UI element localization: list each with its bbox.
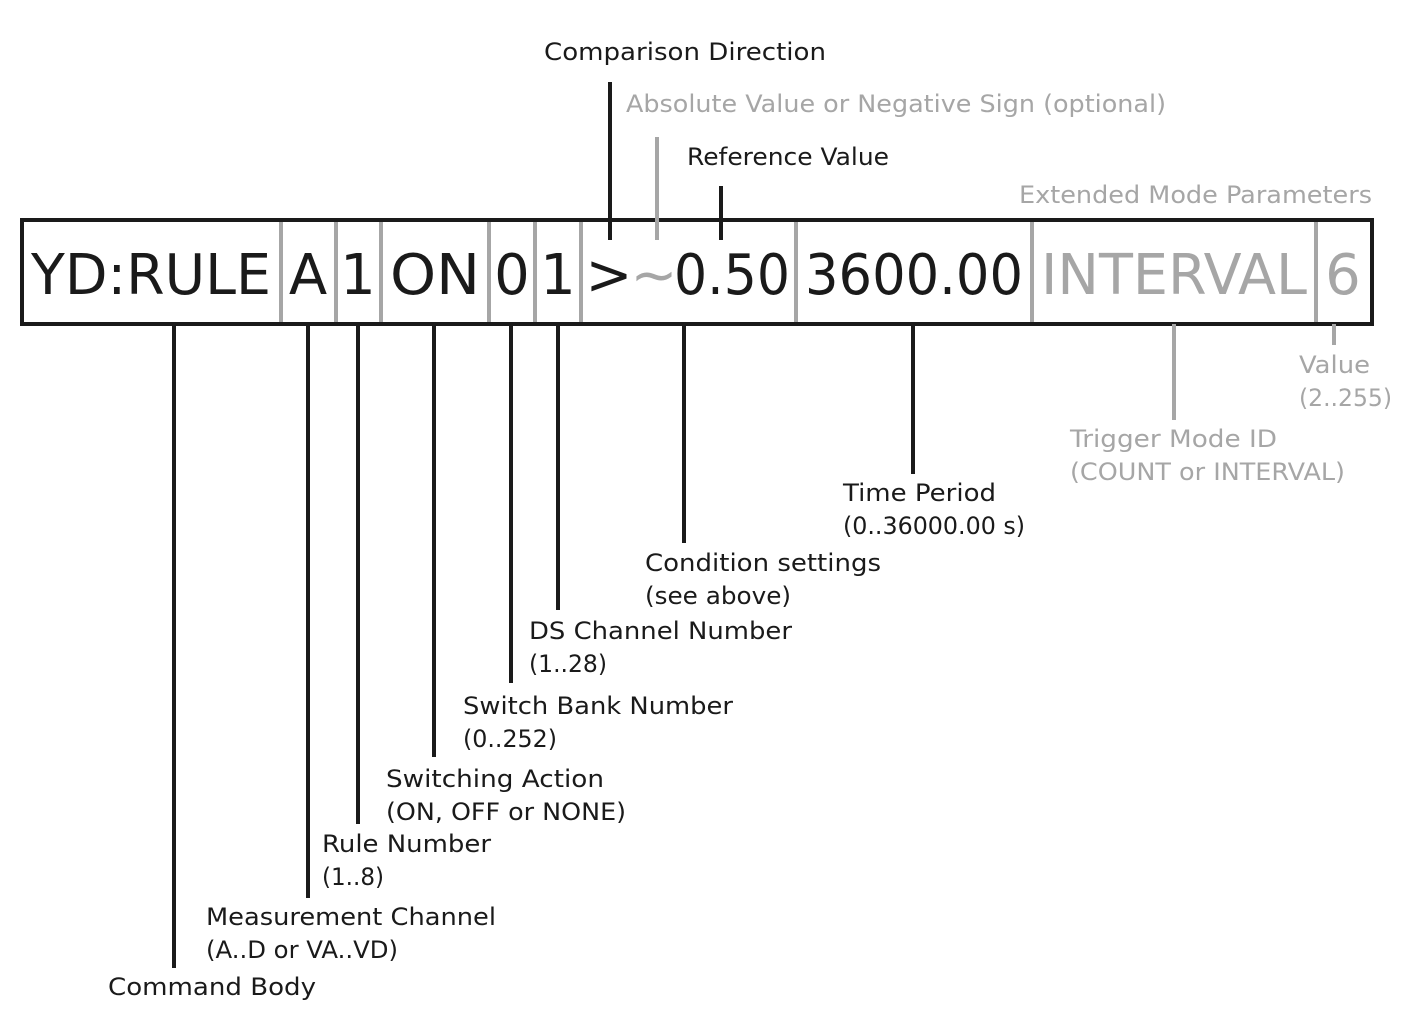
label-condition-settings: Condition settings (645, 549, 881, 577)
label-reference-value: Reference Value (687, 143, 889, 171)
segment-reference-value: 0.50 (674, 243, 790, 308)
segment-absolute-sign: ~ (631, 243, 678, 308)
label-rule-number: Rule Number (322, 830, 491, 858)
range-trigger-mode: (COUNT or INTERVAL) (1070, 458, 1345, 486)
label-value: Value (1299, 351, 1370, 379)
command-box (20, 218, 1374, 326)
label-time-period: Time Period (842, 479, 996, 507)
segment-rule-number: 1 (340, 243, 376, 308)
segment-switching-action: ON (390, 243, 480, 308)
range-switch-bank: (0..252) (463, 725, 557, 753)
label-comparison-direction: Comparison Direction (544, 38, 826, 66)
segment-time-period: 3600.00 (805, 243, 1023, 308)
range-switching-action: (ON, OFF or NONE) (386, 798, 626, 826)
label-trigger-mode: Trigger Mode ID (1069, 425, 1277, 453)
label-switch-bank: Switch Bank Number (463, 692, 733, 720)
segment-trigger-mode: INTERVAL (1041, 243, 1307, 308)
label-absolute-value: Absolute Value or Negative Sign (optiona… (626, 90, 1166, 118)
label-extended-mode: Extended Mode Parameters (1019, 181, 1372, 209)
segment-ds-channel: 1 (540, 243, 576, 308)
range-condition-settings: (see above) (645, 582, 791, 610)
range-time-period: (0..36000.00 s) (843, 512, 1025, 540)
label-measurement-channel: Measurement Channel (206, 903, 496, 931)
range-value: (2..255) (1299, 384, 1392, 412)
range-rule-number: (1..8) (322, 863, 384, 891)
label-ds-channel: DS Channel Number (529, 617, 792, 645)
segment-value: 6 (1325, 243, 1361, 308)
range-measurement-channel: (A..D or VA..VD) (206, 936, 398, 964)
segment-measurement-channel: A (289, 243, 327, 308)
segment-comparison-direction: > (586, 243, 633, 308)
range-ds-channel: (1..28) (529, 650, 607, 678)
segment-command-body: YD:RULE (30, 243, 271, 308)
label-command-body: Command Body (108, 973, 316, 1001)
segment-switch-bank: 0 (494, 243, 530, 308)
label-switching-action: Switching Action (386, 765, 604, 793)
